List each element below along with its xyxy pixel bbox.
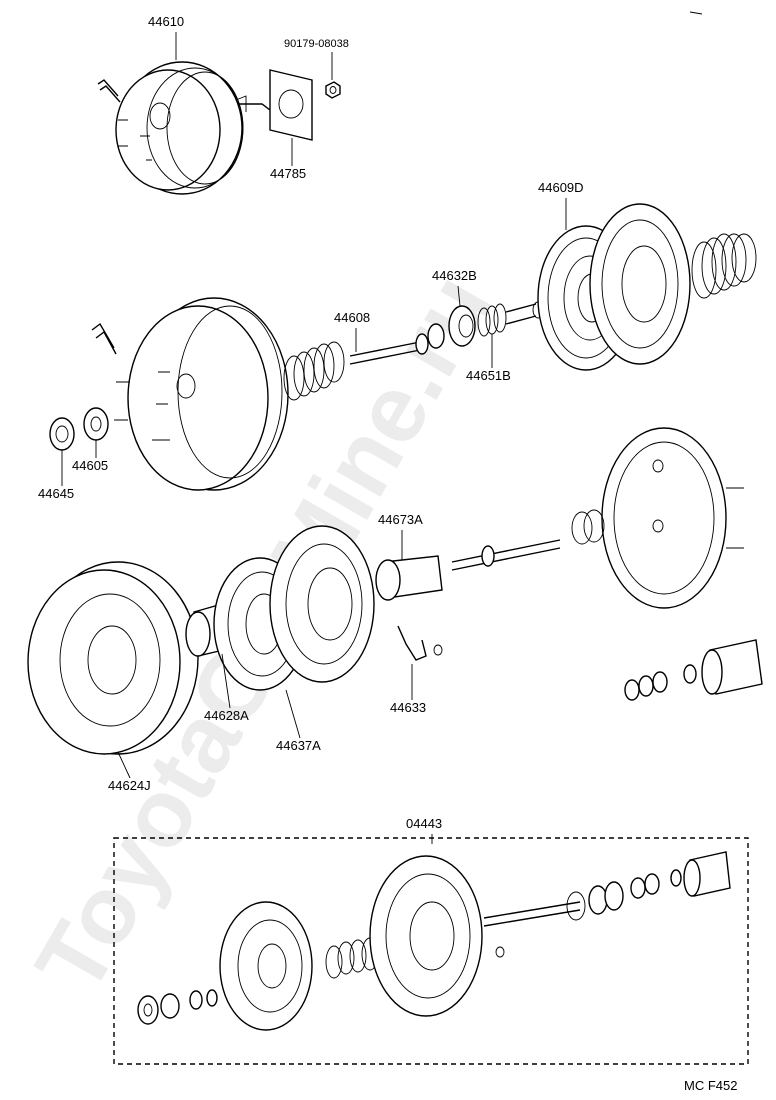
footer-code: MC F452: [684, 1078, 737, 1093]
label-90179-08038: 90179-08038: [284, 38, 349, 50]
rear-shell-44624J: [27, 561, 199, 755]
gasket-plate: [269, 69, 313, 141]
label-44785: 44785: [270, 166, 306, 181]
key-44633: [397, 625, 443, 661]
valve-body-44673A: [375, 555, 443, 601]
diaphragm-plate: [269, 525, 375, 683]
rear-plate-lower: [571, 427, 744, 609]
kit-parts: [137, 851, 731, 1031]
nut: [325, 81, 341, 99]
return-spring: [691, 233, 757, 299]
push-rod-44608: [349, 323, 445, 365]
spring-44608-side: [283, 341, 345, 401]
label-44610: 44610: [148, 14, 184, 29]
dust-boot: [701, 639, 763, 695]
label-44632B: 44632B: [432, 268, 477, 283]
label-44637A: 44637A: [276, 738, 321, 753]
label-04443: 04443: [406, 816, 442, 831]
seal-44632B: [448, 305, 476, 347]
brake-booster-assembly: [97, 61, 290, 195]
label-44651B: 44651B: [466, 368, 511, 383]
label-44628A: 44628A: [204, 708, 249, 723]
label-44609D: 44609D: [538, 180, 584, 195]
label-44608: 44608: [334, 310, 370, 325]
seal-44605: [83, 407, 109, 441]
plunger-rod: [451, 539, 561, 571]
label-44633: 44633: [390, 700, 426, 715]
retainer-44645: [49, 417, 75, 451]
front-shell: [91, 297, 289, 491]
rear-plate-upper: [589, 203, 691, 365]
corner-mark: [689, 11, 703, 15]
small-seals-row: [624, 664, 697, 701]
label-44673A: 44673A: [378, 512, 423, 527]
label-44645: 44645: [38, 486, 74, 501]
label-44605: 44605: [72, 458, 108, 473]
kit-04443-box: [113, 837, 749, 1065]
label-44624J: 44624J: [108, 778, 151, 793]
